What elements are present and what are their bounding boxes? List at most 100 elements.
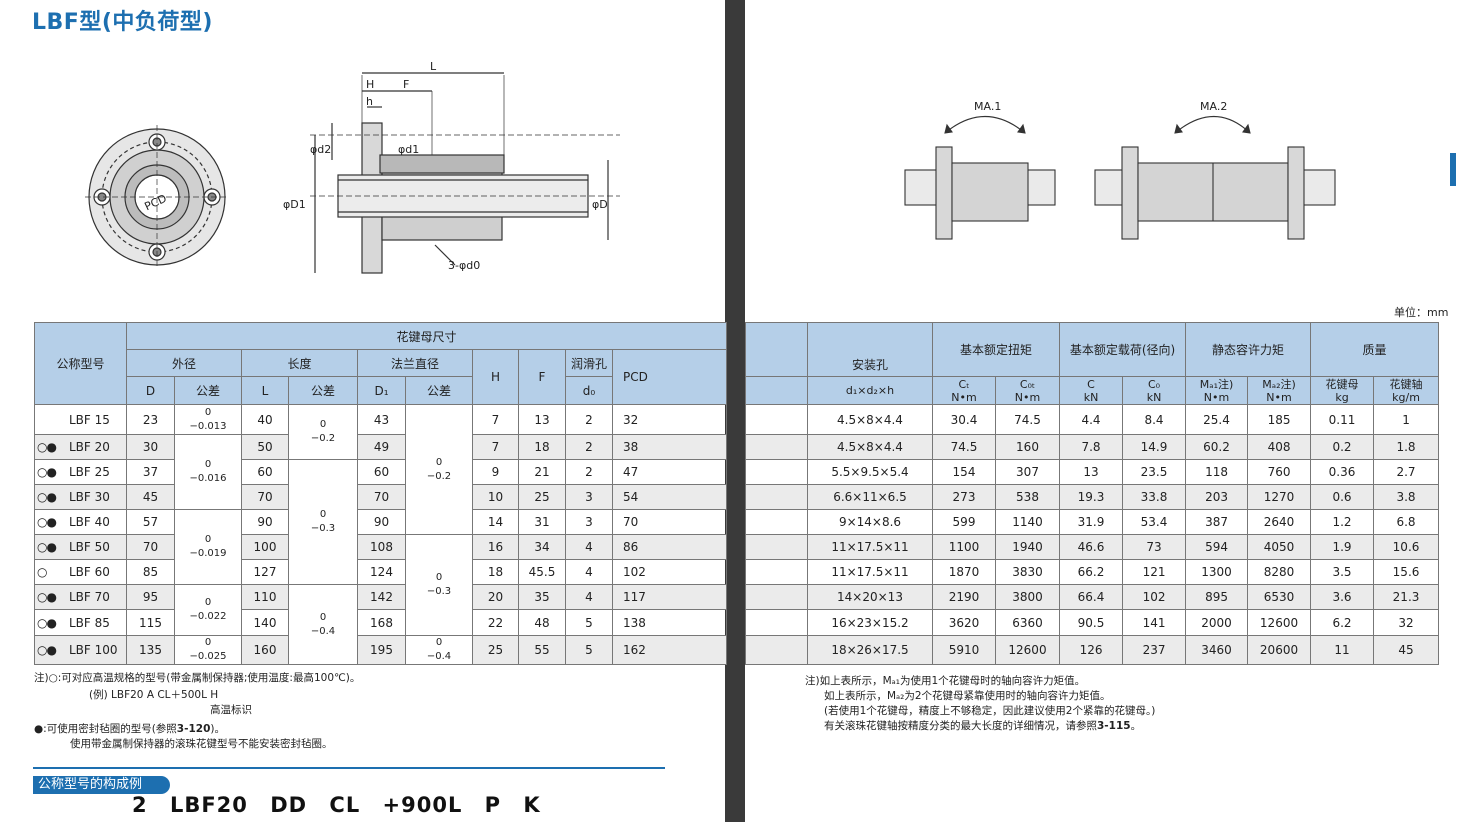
cell-nut-mass: 0.11 — [1310, 404, 1375, 435]
cell-blank — [745, 635, 808, 665]
row-model: LBF 15 — [69, 412, 110, 427]
cell-Ct: 1870 — [932, 559, 996, 585]
cell-C: 126 — [1059, 635, 1124, 665]
tol-lower: −0.4 — [310, 625, 336, 637]
note-example: (例) LBF20 A CL＋500L H — [89, 689, 219, 701]
header-D1: D₁ — [357, 376, 406, 405]
cell-d0: 2 — [565, 459, 613, 485]
header-shaft-mass: 花键轴 — [1389, 377, 1423, 391]
cell-Ct: 273 — [932, 484, 996, 510]
header-nut-dim: 花键母尺寸 — [125, 322, 728, 350]
cell-F: 18 — [518, 434, 566, 460]
note-high-temp-mark: 高温标识 — [210, 704, 252, 716]
moment-ma2-label: MA.2 — [1200, 100, 1227, 113]
cell-MA1: 25.4 — [1185, 404, 1249, 435]
cell-C0: 14.9 — [1122, 434, 1187, 460]
cell-C0t: 538 — [994, 484, 1061, 510]
nut-dimension-table: 公称型号 花键母尺寸 外径 长度 法兰直径 H F 润滑孔 PCD D 公差 L… — [34, 322, 728, 665]
header-mount-formula: d₁×d₂×h — [807, 376, 933, 405]
cell-MA1: 895 — [1185, 584, 1249, 610]
cell-F: 55 — [518, 635, 566, 665]
table-row: 4.5×8×4.4 74.5 160 7.8 14.9 60.2 408 0.2… — [745, 434, 1440, 460]
header-lube-hole: 润滑孔 — [565, 349, 613, 377]
cell-D: 45 — [126, 484, 175, 510]
header-mass: 质量 — [1310, 322, 1440, 377]
cell-blank — [745, 404, 808, 435]
cell-MA2: 6530 — [1247, 584, 1312, 610]
tol-upper: 0 — [319, 419, 327, 430]
header-flange-dia: 法兰直径 — [357, 349, 473, 377]
cell-MA1: 387 — [1185, 509, 1249, 535]
cell-d0: 5 — [565, 635, 613, 665]
cell-PCD: 32 — [611, 404, 728, 435]
section-tab-marker — [1450, 153, 1456, 186]
cell-Ct: 3620 — [932, 609, 996, 636]
cell-C0t: 74.5 — [994, 404, 1061, 435]
header-C-unit: kN — [1083, 390, 1099, 404]
cell-F: 35 — [518, 584, 566, 610]
cell-C0: 237 — [1122, 635, 1187, 665]
row-model: LBF 40 — [69, 515, 110, 529]
cell-H: 9 — [472, 459, 519, 485]
cell-D: 95 — [126, 584, 175, 610]
row-symbol: ○● — [37, 590, 57, 604]
note-seal-pre: ●:可使用密封毡圈的型号(参照 — [34, 723, 177, 735]
cell-L: 50 — [241, 434, 289, 460]
cell-mount: 18×26×17.5 — [807, 635, 933, 665]
header-C: C — [1087, 377, 1095, 391]
cell-nut-mass: 3.6 — [1310, 584, 1375, 610]
row-symbol: ○ — [37, 565, 47, 579]
cell-shaft-mass: 32 — [1373, 609, 1440, 636]
note-seal-post: )。 — [210, 723, 225, 735]
header-mount-hole: 安装孔 — [807, 322, 933, 377]
table-row: 11×17.5×11 1870 3830 66.2 121 1300 8280 … — [745, 559, 1440, 585]
header-F: F — [518, 349, 566, 405]
tol-lower: −0.016 — [189, 473, 227, 484]
cell-C0t: 1940 — [994, 534, 1061, 560]
tol-lower: −0.3 — [310, 523, 336, 534]
example-code: 2 LBF20 DD CL +900L P K — [132, 793, 555, 817]
row-model: LBF 70 — [69, 590, 110, 604]
cell-H: 10 — [472, 484, 519, 510]
cell-mount: 6.6×11×6.5 — [807, 484, 933, 510]
cell-PCD: 86 — [611, 534, 728, 560]
row-model: LBF 30 — [69, 490, 110, 504]
example-part: LBF20 — [169, 793, 248, 817]
cell-Ct: 1100 — [932, 534, 996, 560]
cell-nut-mass: 0.6 — [1310, 484, 1375, 510]
cell-d0: 4 — [565, 559, 613, 585]
cell-D1: 43 — [357, 404, 406, 435]
tol-upper: 0 — [435, 572, 443, 583]
cell-H: 7 — [472, 404, 519, 435]
flange-nut-drawing: PCD L H h F φd2 φd1 φD1 φD 3-φd0 — [85, 60, 620, 274]
cell-C: 7.8 — [1059, 434, 1124, 460]
dim-L-label: L — [430, 60, 437, 73]
row-symbol: ○● — [37, 490, 57, 504]
cell-nut-mass: 0.2 — [1310, 434, 1375, 460]
header-nut-mass: 花键母 — [1325, 377, 1359, 391]
cell-C0: 53.4 — [1122, 509, 1187, 535]
cell-D: 37 — [126, 459, 175, 485]
cell-mount: 11×17.5×11 — [807, 559, 933, 585]
cell-D: 30 — [126, 434, 175, 460]
row-symbol: ○● — [37, 643, 57, 657]
tol-lower: −0.2 — [426, 470, 452, 482]
cell-D: 85 — [126, 559, 175, 585]
example-part: DD — [270, 793, 308, 817]
example-part: K — [523, 793, 541, 817]
note-seal-detail: 使用带金属制保持器的滚珠花键型号不能安装密封毡圈。 — [70, 738, 333, 750]
cell-Ct: 5910 — [932, 635, 996, 665]
cell-Ct: 2190 — [932, 584, 996, 610]
header-blank-2 — [745, 376, 808, 405]
example-part: 2 — [132, 793, 148, 817]
header-Ct: Cₜ — [958, 377, 970, 391]
table-row: ○●LBF 70 95 0−0.022 110 0−0.4 142 20 35 … — [34, 584, 728, 665]
cell-C0t: 6360 — [994, 609, 1061, 636]
table-row: 14×20×13 2190 3800 66.4 102 895 6530 3.6… — [745, 584, 1440, 610]
cell-Ct: 154 — [932, 459, 996, 485]
cell-nut-mass: 0.36 — [1310, 459, 1375, 485]
cell-blank — [745, 584, 808, 610]
cell-D: 70 — [126, 534, 175, 560]
table-row: ○●LBF 100 135 0−0.025 160 195 0−0.4 25 5… — [34, 635, 728, 665]
row-model: LBF 25 — [69, 465, 110, 479]
